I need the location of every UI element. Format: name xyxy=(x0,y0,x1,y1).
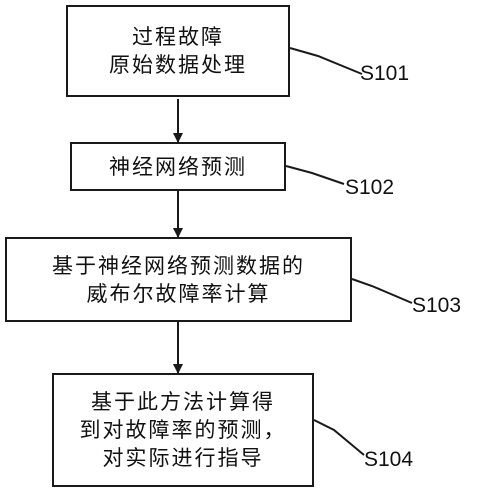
step-label-s104: S104 xyxy=(364,448,414,471)
step-s104-line-3: 对实际进行指导 xyxy=(102,446,264,470)
step-s104-line-1: 基于此方法计算得 xyxy=(91,390,275,414)
step-box-s104: 基于此方法计算得 到对故障率的预测， 对实际进行指导 xyxy=(52,373,314,487)
step-label-s102: S102 xyxy=(345,176,395,199)
leader-line-s101 xyxy=(289,47,363,75)
step-s102-line-1: 神经网络预测 xyxy=(109,154,247,179)
leader-line-s104 xyxy=(313,419,365,456)
step-s101-line-2: 原始数据处理 xyxy=(109,53,247,77)
step-s101-line-1: 过程故障 xyxy=(132,25,224,49)
step-s103-line-1: 基于神经网络预测数据的 xyxy=(52,253,305,278)
step-label-s101: S101 xyxy=(360,62,410,85)
step-s103-line-2: 威布尔故障率计算 xyxy=(86,281,271,306)
step-box-s101: 过程故障 原始数据处理 xyxy=(66,5,290,97)
step-s104-line-2: 到对故障率的预测， xyxy=(79,418,287,442)
step-box-s103: 基于神经网络预测数据的 威布尔故障率计算 xyxy=(5,237,352,322)
step-box-s102: 神经网络预测 xyxy=(70,142,286,191)
step-label-s103: S103 xyxy=(412,294,462,317)
leader-line-s103 xyxy=(351,278,413,304)
leader-line-s102 xyxy=(285,165,345,185)
